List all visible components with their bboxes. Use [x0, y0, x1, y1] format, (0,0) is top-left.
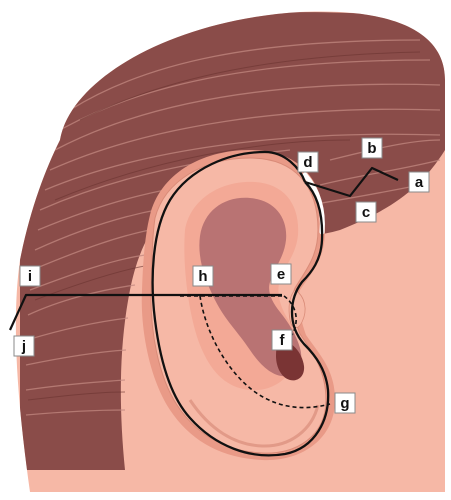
svg-text:g: g: [340, 395, 349, 412]
label-d: d: [298, 152, 318, 172]
label-h: h: [193, 266, 213, 286]
label-f: f: [272, 330, 292, 350]
label-j: j: [14, 336, 34, 356]
svg-text:c: c: [362, 204, 370, 221]
svg-text:a: a: [415, 174, 424, 191]
svg-text:e: e: [277, 266, 285, 283]
svg-text:b: b: [367, 140, 376, 157]
svg-text:d: d: [303, 154, 312, 171]
label-i: i: [20, 266, 40, 286]
label-b: b: [362, 138, 382, 158]
label-a: a: [409, 172, 429, 192]
label-g: g: [335, 393, 355, 413]
svg-text:j: j: [21, 338, 26, 355]
label-c: c: [356, 202, 376, 222]
svg-text:h: h: [198, 268, 207, 285]
svg-text:i: i: [28, 268, 32, 285]
label-e: e: [271, 264, 291, 284]
